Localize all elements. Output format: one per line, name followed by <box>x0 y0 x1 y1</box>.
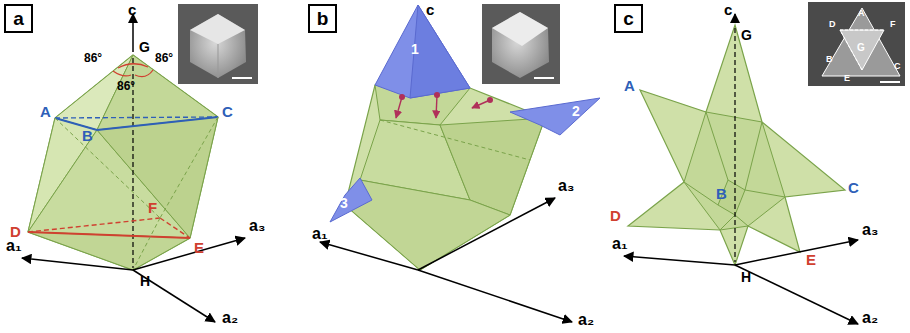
vertex-label: D <box>610 208 621 223</box>
axis-label: a₂ <box>578 312 594 328</box>
axis-label: a₁ <box>612 236 628 252</box>
vertex-label: G <box>741 28 752 42</box>
vertex-label: E <box>806 252 816 267</box>
angle-label: 86° <box>117 80 135 92</box>
vertex-label: H <box>741 270 751 284</box>
sem-label: C <box>894 62 901 71</box>
sem-label: A <box>858 9 865 18</box>
vertex-label: A <box>624 78 635 93</box>
vertex-label: C <box>222 104 233 119</box>
axis-label: a₃ <box>249 218 265 234</box>
panel-letter: a <box>13 9 24 28</box>
axis-label: a₂ <box>222 310 238 326</box>
vertex-label: D <box>10 224 21 239</box>
sem-label: E <box>844 74 850 83</box>
axis-label: c <box>724 2 732 17</box>
axis-label: a₃ <box>862 222 878 238</box>
panel-letter-box: a <box>4 4 33 33</box>
axis-label: a₁ <box>6 238 22 254</box>
sem-label: F <box>890 20 896 29</box>
panel-letter-box: b <box>308 4 337 33</box>
sem-label: G <box>857 43 865 53</box>
domain-number: 2 <box>572 104 580 118</box>
domain-number: 3 <box>340 196 348 210</box>
vertex-label: A <box>40 104 51 119</box>
vertex-label: B <box>716 186 727 201</box>
sem-label: D <box>829 20 836 29</box>
vertex-label: C <box>848 180 859 195</box>
axis-label: c <box>426 2 434 17</box>
panel-letter: b <box>317 9 329 28</box>
vertex-label: B <box>82 128 93 143</box>
vertex-label: F <box>148 200 157 215</box>
axis-label: a₂ <box>862 310 878 326</box>
vertex-label: H <box>140 274 150 288</box>
angle-label: 86° <box>84 52 102 64</box>
panel-letter: c <box>623 9 634 28</box>
angle-label: 86° <box>155 52 173 64</box>
domain-number: 1 <box>411 42 419 56</box>
panel-letter-box: c <box>614 4 643 33</box>
sem-label: B <box>826 55 833 64</box>
axis-label: c <box>128 2 136 17</box>
vertex-label: E <box>194 240 204 255</box>
vertex-label: G <box>139 40 150 54</box>
axis-label: a₁ <box>312 226 328 242</box>
axis-label: a₃ <box>558 178 574 194</box>
